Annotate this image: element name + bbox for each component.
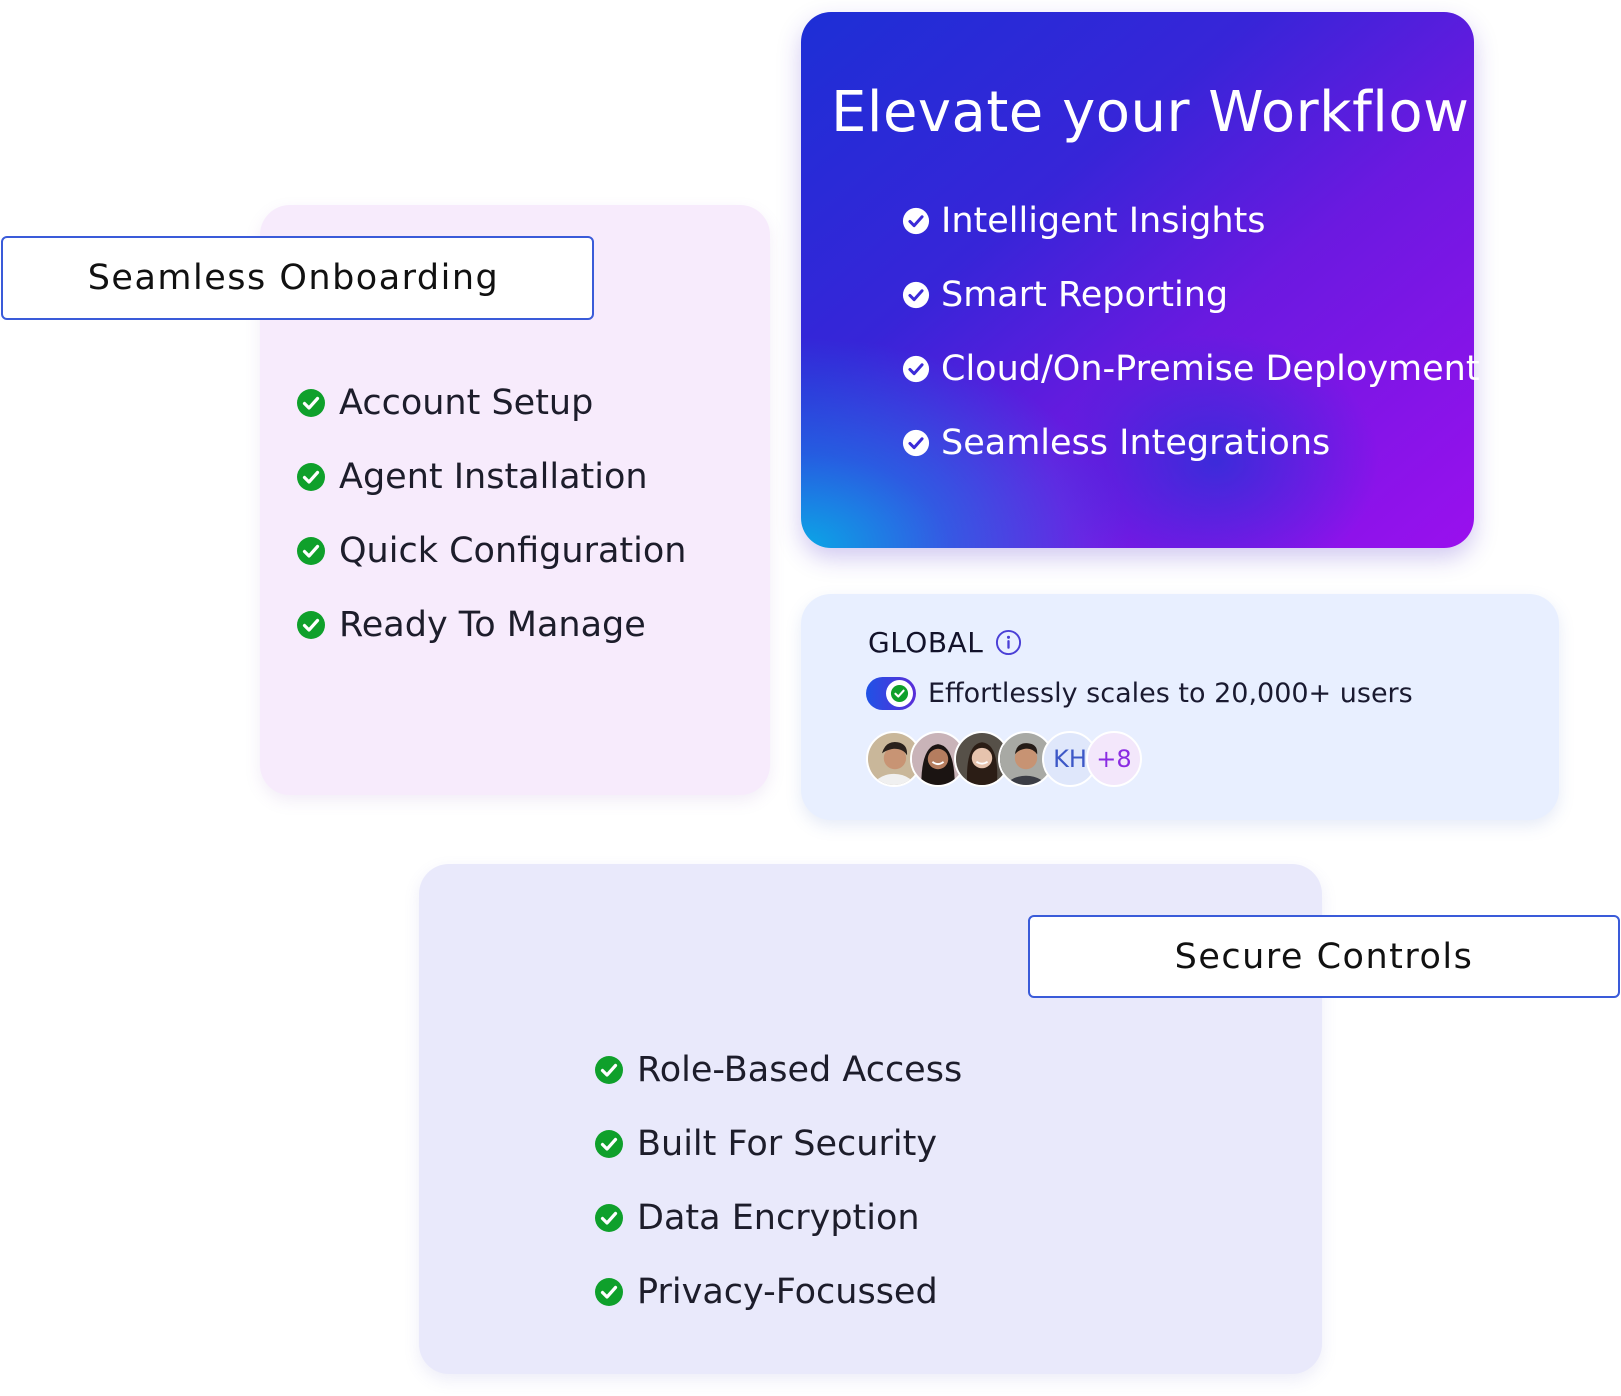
list-item: Cloud/On-Premise Deployment [902,332,1480,406]
list-item: Data Encryption [594,1181,962,1255]
list-item-label: Role-Based Access [637,1050,963,1090]
info-icon[interactable] [995,629,1022,656]
list-item-label: Intelligent Insights [941,201,1266,241]
list-item-label: Agent Installation [339,457,648,497]
onboarding-list: Account Setup Agent Installation Quick C… [296,366,686,662]
list-item-label: Quick Configuration [339,531,687,571]
list-item-label: Smart Reporting [941,275,1229,315]
workflow-list: Intelligent Insights Smart Reporting Clo… [902,184,1480,480]
avatar-initials: KH [1042,731,1098,787]
check-circle-icon [297,463,325,491]
list-item: Ready To Manage [296,588,686,662]
check-circle-icon [297,537,325,565]
global-heading-text: GLOBAL [868,626,984,659]
scale-text: Effortlessly scales to 20,000+ users [928,678,1413,709]
list-item: Agent Installation [296,440,686,514]
list-item: Role-Based Access [594,1033,962,1107]
list-item: Account Setup [296,366,686,440]
list-item-label: Account Setup [339,383,594,423]
check-circle-icon [595,1056,623,1084]
avatar-more-count[interactable]: +8 [1086,731,1142,787]
check-circle-icon [902,281,930,309]
list-item-label: Built For Security [637,1124,938,1164]
toggle-knob [886,680,913,707]
list-item-label: Seamless Integrations [941,423,1331,463]
check-circle-icon [595,1204,623,1232]
list-item-label: Data Encryption [637,1198,920,1238]
list-item: Smart Reporting [902,258,1480,332]
list-item-label: Cloud/On-Premise Deployment [941,349,1480,389]
scale-toggle[interactable] [866,677,916,710]
workflow-card: Elevate your Workflow [801,12,1474,548]
security-label: Secure Controls [1028,915,1620,998]
check-circle-icon [297,611,325,639]
check-circle-icon [595,1130,623,1158]
avatar-group: KH +8 [866,731,1142,787]
list-item-label: Ready To Manage [339,605,646,645]
list-item: Quick Configuration [296,514,686,588]
onboarding-label: Seamless Onboarding [1,236,594,320]
check-circle-icon [902,429,930,457]
workflow-title: Elevate your Workflow [831,80,1470,145]
list-item: Seamless Integrations [902,406,1480,480]
list-item: Privacy-Focussed [594,1255,962,1329]
check-circle-icon [297,389,325,417]
check-circle-icon [890,684,909,703]
list-item: Intelligent Insights [902,184,1480,258]
check-circle-icon [902,355,930,383]
list-item: Built For Security [594,1107,962,1181]
avatar [998,731,1054,787]
list-item-label: Privacy-Focussed [637,1272,938,1312]
global-heading: GLOBAL [868,626,1022,659]
check-circle-icon [595,1278,623,1306]
check-circle-icon [902,207,930,235]
security-list: Role-Based Access Built For Security Dat… [594,1033,962,1329]
scale-row: Effortlessly scales to 20,000+ users [866,677,1413,710]
